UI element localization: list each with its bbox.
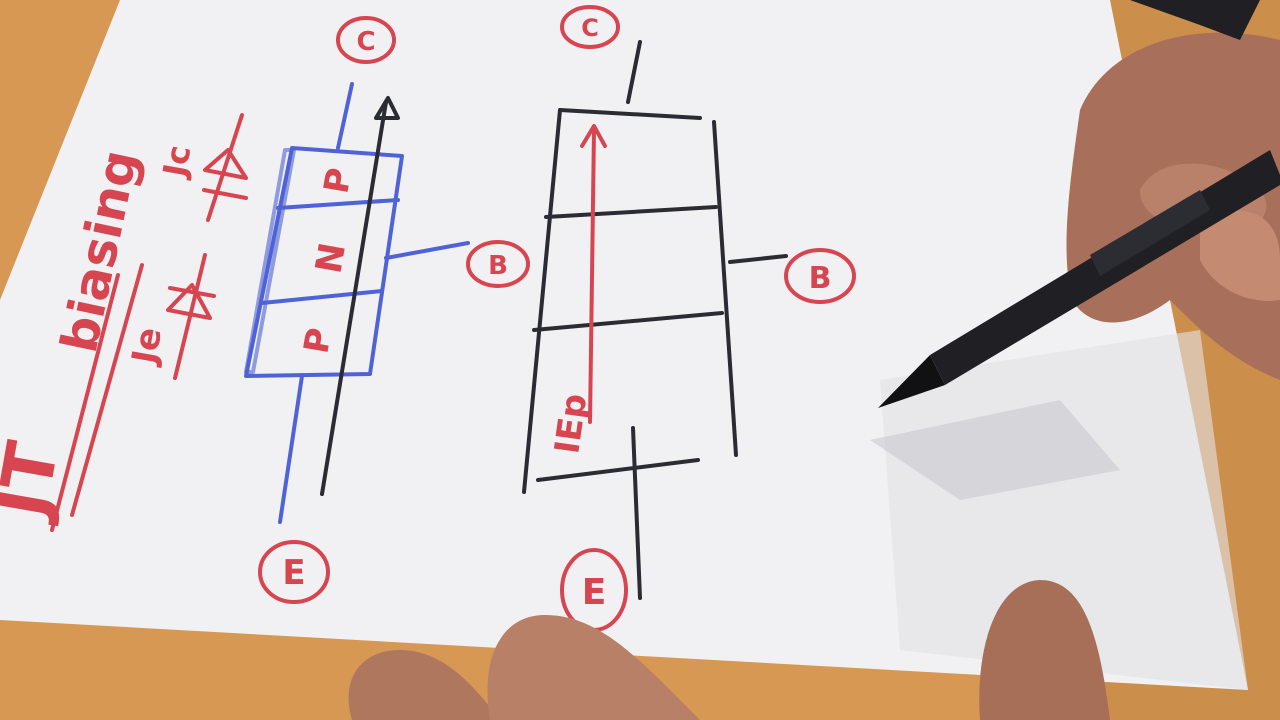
- slab-left-edge: [522, 108, 562, 494]
- slab-top-edge: [558, 108, 702, 120]
- pnp-outline: [244, 146, 404, 378]
- slab-right-edge: [712, 120, 738, 457]
- pen-cap-top: [1130, 0, 1260, 40]
- left-emitter-terminal: E: [258, 540, 330, 604]
- pnp-outline-inner: [244, 148, 296, 374]
- underline-2: [70, 263, 144, 517]
- left-transistor-diagram: P N P C B E: [244, 16, 530, 604]
- bottom-hand: [348, 580, 1110, 720]
- right-collector-terminal: C: [560, 5, 620, 49]
- collector-lead: [336, 82, 354, 150]
- middle-finger: [487, 615, 700, 720]
- emitter-lead: [278, 374, 304, 524]
- iep-current-label: IEp: [547, 391, 595, 456]
- left-base-terminal: B: [466, 240, 530, 288]
- right-collector-label: C: [581, 14, 599, 42]
- right-hand-with-pen: [870, 0, 1280, 500]
- left-finger: [348, 650, 500, 720]
- layer-n-middle: N: [308, 240, 354, 277]
- right-transistor-diagram: IEp C B E: [522, 5, 856, 632]
- junction-line-top: [276, 198, 400, 210]
- current-arrow-shaft: [320, 100, 388, 496]
- je-diode-symbol: [166, 253, 216, 380]
- left-emitter-label: E: [282, 553, 305, 593]
- jc-label: Jc: [155, 142, 198, 181]
- slab-base-lead: [728, 254, 788, 264]
- iep-arrow-head: [580, 124, 607, 148]
- slab-emitter-lead: [631, 426, 642, 600]
- left-base-label: B: [488, 251, 508, 281]
- pen-tip: [878, 355, 945, 408]
- right-emitter-terminal: E: [560, 548, 628, 632]
- underline-1: [50, 273, 120, 532]
- left-collector-terminal: C: [336, 16, 396, 64]
- right-base-label: B: [809, 261, 832, 296]
- finger-tip: [1200, 210, 1280, 301]
- slab-junction-top: [544, 205, 718, 219]
- right-base-terminal: B: [784, 248, 856, 304]
- jc-diode-symbol: [202, 113, 248, 222]
- hand-shadow: [870, 400, 1120, 500]
- junction-line-bottom: [260, 289, 384, 305]
- je-label: Je: [124, 324, 170, 368]
- left-collector-label: C: [356, 27, 375, 57]
- slab-bottom-edge: [536, 458, 700, 482]
- slab-collector-lead: [626, 40, 642, 104]
- title-fragment-text: JT: [0, 436, 75, 527]
- slab-junction-bottom: [532, 311, 724, 332]
- iep-arrow-shaft: [588, 128, 596, 424]
- base-lead: [384, 241, 470, 260]
- pen-label-band: [1090, 190, 1210, 276]
- right-thumb-bottom: [979, 580, 1110, 720]
- pen: [878, 150, 1280, 408]
- current-arrow-head: [374, 96, 400, 120]
- right-emitter-label: E: [582, 572, 607, 613]
